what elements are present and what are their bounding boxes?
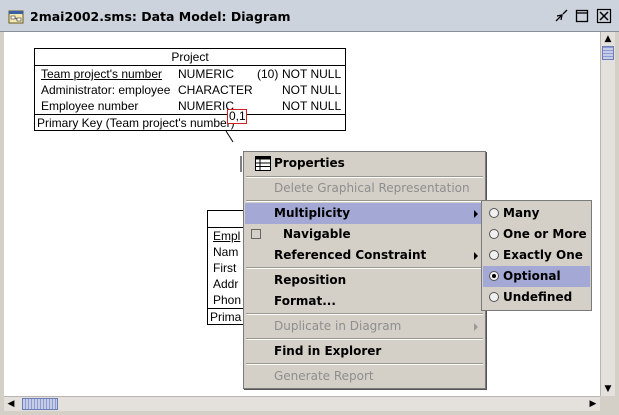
multiplicity-option-undefined[interactable]: Undefined bbox=[483, 287, 590, 308]
vertical-scroll-thumb[interactable] bbox=[602, 46, 614, 60]
window-title: 2mai2002.sms: Data Model: Diagram bbox=[30, 9, 291, 24]
multiplicity-label[interactable]: 0,1 bbox=[227, 109, 247, 124]
scroll-right-icon[interactable]: ▶ bbox=[589, 399, 597, 409]
properties-table-icon bbox=[255, 156, 271, 171]
radio-icon bbox=[489, 250, 499, 260]
menu-item-reposition[interactable]: Reposition bbox=[274, 273, 347, 287]
menu-item-navigable[interactable]: Navigable bbox=[245, 224, 484, 245]
attribute-row[interactable]: First bbox=[213, 261, 237, 275]
attribute-row[interactable]: Administrator: employee CHARACTER NOT NU… bbox=[41, 83, 342, 97]
radio-selected-icon bbox=[489, 271, 499, 281]
window-titlebar: 2mai2002.sms: Data Model: Diagram bbox=[0, 0, 619, 32]
submenu-arrow-icon bbox=[474, 210, 478, 218]
attribute-row[interactable]: Empl bbox=[213, 229, 241, 243]
menu-item-duplicate[interactable]: Duplicate in Diagram bbox=[245, 316, 484, 337]
menu-separator bbox=[246, 267, 483, 269]
multiplicity-submenu: Many One or More Exactly One Optional Un… bbox=[481, 200, 592, 311]
close-icon[interactable] bbox=[596, 8, 612, 24]
horizontal-scroll-thumb[interactable] bbox=[22, 398, 58, 410]
menu-separator bbox=[246, 363, 483, 365]
relationship-lines bbox=[225, 130, 242, 172]
entity-employee-title bbox=[208, 211, 267, 228]
menu-item-find-in-explorer[interactable]: Find in Explorer bbox=[274, 344, 382, 358]
menu-item-format[interactable]: Format... bbox=[274, 294, 336, 308]
attribute-row[interactable]: Nam bbox=[213, 245, 239, 259]
menu-item-referenced-constraint[interactable]: Referenced Constraint bbox=[245, 245, 484, 266]
vertical-scrollbar[interactable]: ▲ ▼ bbox=[600, 32, 615, 396]
navigable-checkbox[interactable] bbox=[251, 229, 261, 239]
attribute-row[interactable]: Phon bbox=[213, 293, 242, 307]
maximize-icon[interactable] bbox=[574, 8, 590, 24]
multiplicity-option-one-or-more[interactable]: One or More bbox=[483, 224, 590, 245]
menu-item-delete-graphical[interactable]: Delete Graphical Representation bbox=[274, 181, 470, 195]
minimize-icon[interactable] bbox=[553, 8, 569, 24]
menu-separator bbox=[246, 200, 483, 202]
scroll-left-icon[interactable]: ◀ bbox=[7, 399, 15, 409]
scroll-down-icon[interactable]: ▼ bbox=[604, 384, 612, 394]
scroll-up-icon[interactable]: ▲ bbox=[604, 34, 612, 44]
entity-project[interactable]: Project Team project's number NUMERIC (1… bbox=[34, 48, 346, 131]
radio-icon bbox=[489, 229, 499, 239]
multiplicity-option-exactly-one[interactable]: Exactly One bbox=[483, 245, 590, 266]
submenu-arrow-icon bbox=[474, 323, 478, 331]
menu-item-multiplicity[interactable]: Multiplicity bbox=[245, 203, 484, 224]
entity-employee-primary-key: Prima bbox=[208, 308, 267, 325]
attribute-row[interactable]: Employee number NUMERIC NOT NULL bbox=[41, 99, 342, 113]
submenu-arrow-icon bbox=[474, 252, 478, 260]
multiplicity-option-many[interactable]: Many bbox=[483, 203, 590, 224]
attribute-row[interactable]: Addr bbox=[213, 277, 239, 291]
radio-icon bbox=[489, 292, 499, 302]
menu-item-generate-report[interactable]: Generate Report bbox=[274, 369, 374, 383]
menu-separator bbox=[246, 313, 483, 315]
entity-project-primary-key: Primary Key (Team project's number) bbox=[35, 114, 345, 131]
context-menu: Properties Delete Graphical Representati… bbox=[243, 151, 486, 389]
scrollbar-corner bbox=[600, 396, 615, 411]
menu-item-properties[interactable]: Properties bbox=[245, 153, 484, 174]
attribute-row[interactable]: Team project's number NUMERIC (10) NOT N… bbox=[41, 67, 342, 81]
diagram-window-icon bbox=[8, 10, 24, 24]
horizontal-scrollbar[interactable]: ◀ ▶ bbox=[4, 396, 600, 411]
radio-icon bbox=[489, 208, 499, 218]
multiplicity-option-optional[interactable]: Optional bbox=[483, 266, 590, 287]
menu-separator bbox=[246, 338, 483, 340]
menu-separator bbox=[246, 176, 483, 178]
entity-project-title: Project bbox=[35, 49, 345, 66]
